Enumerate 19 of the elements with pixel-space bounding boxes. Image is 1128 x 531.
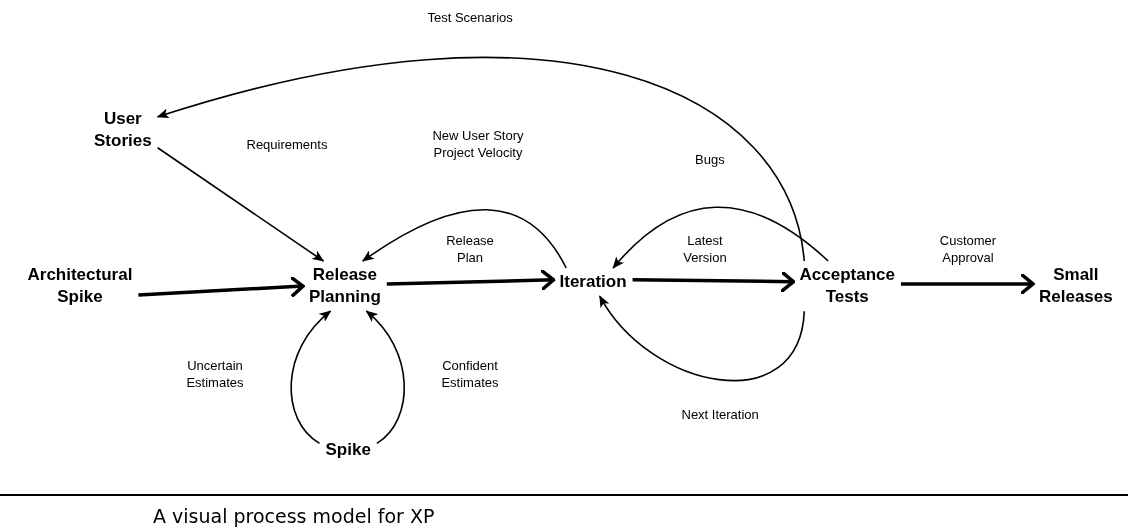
node-label: Architectural Spike xyxy=(27,264,133,309)
arrow xyxy=(138,275,305,298)
arrow xyxy=(365,310,405,445)
node-label: Iteration xyxy=(559,271,627,294)
node-label: User Stories xyxy=(94,108,152,153)
arrow xyxy=(632,270,796,293)
node-label: Release Planning xyxy=(309,264,381,309)
arrow xyxy=(362,208,567,269)
arrow xyxy=(598,295,806,382)
node-label: Acceptance Tests xyxy=(799,264,895,309)
arrow xyxy=(612,206,829,269)
arrow xyxy=(156,56,806,262)
arrow xyxy=(386,269,556,291)
arrow xyxy=(900,273,1035,295)
node-label: Small Releases xyxy=(1039,264,1113,309)
arrow xyxy=(290,310,332,445)
node-label: Spike xyxy=(325,439,371,462)
caption: A visual process model for XP xyxy=(153,505,435,527)
arrow xyxy=(156,146,325,262)
